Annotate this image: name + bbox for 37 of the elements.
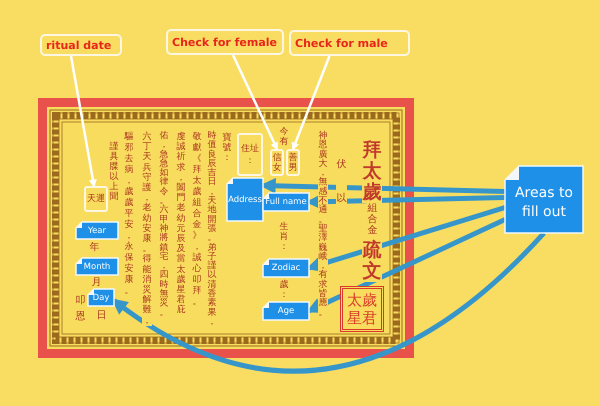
document-text: 寶號： bbox=[222, 133, 232, 163]
arrow bbox=[292, 56, 331, 150]
seal-stamp: 太歲星君 bbox=[340, 286, 384, 332]
document-text: 歲： bbox=[279, 280, 289, 300]
document-text: 今有 bbox=[279, 127, 289, 147]
field-tag: Age bbox=[263, 302, 309, 320]
document-text: 驅邪去病，歲歲平安，永保安康。 bbox=[124, 132, 134, 297]
arrow bbox=[70, 56, 97, 188]
document-text: 佑，急急如律令。六甲神將鎮宅，四時無災。 bbox=[159, 132, 169, 318]
document-title: 疏文 bbox=[362, 240, 382, 282]
highlight-box: 善男 bbox=[286, 149, 300, 176]
document-text: 生肖： bbox=[279, 222, 289, 252]
document-text: 時值良辰吉日，天地開張。弟子謹以清香素果， bbox=[207, 132, 217, 328]
field-tag: Day bbox=[88, 289, 114, 306]
arrow bbox=[232, 54, 278, 150]
callout-box: Check for female bbox=[166, 29, 284, 55]
field-tag: Month bbox=[76, 258, 118, 275]
field-tag: Address bbox=[227, 178, 263, 221]
document-text: 敬獻《拜太歲組合金》，誠心叩拜。 bbox=[192, 132, 202, 308]
field-tag: Zodiac bbox=[263, 259, 309, 277]
document-text: 月 bbox=[91, 277, 102, 288]
document-text: 日 bbox=[96, 310, 107, 321]
callout-box: ritual date bbox=[40, 34, 122, 56]
callout-box: Check for male bbox=[289, 30, 410, 56]
highlight-box: 天運 bbox=[84, 186, 108, 212]
document-text: 年 bbox=[89, 242, 100, 253]
note-tag: Areas to fill out bbox=[505, 166, 583, 233]
document-text: 神恩廣大，無感不通。聖澤巍峨，有求皆應。 bbox=[318, 132, 328, 318]
document-text: 虔誠祈求，闔門老幼元辰及當太歲星君庇 bbox=[176, 132, 186, 316]
document-title: 組合金 bbox=[367, 203, 378, 236]
document-title: 拜太歲 bbox=[362, 140, 382, 203]
field-tag: Full name bbox=[263, 193, 309, 211]
highlight-box: 住址： bbox=[237, 133, 263, 176]
document-text: 六丁天兵守護，老幼安康。得能消災解難， bbox=[142, 132, 152, 326]
highlight-box: 信女 bbox=[270, 149, 284, 176]
field-tag: Year bbox=[76, 222, 118, 239]
document-text: 謹具牒以上聞 bbox=[109, 142, 119, 202]
